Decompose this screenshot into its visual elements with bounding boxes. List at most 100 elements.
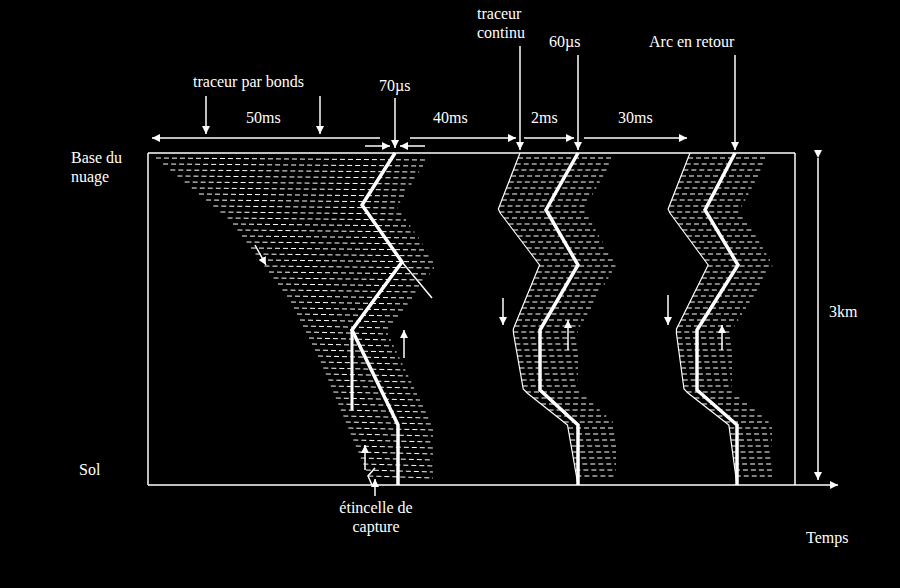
charge-hatch	[297, 314, 399, 316]
charge-hatch	[517, 320, 584, 321]
timing-arrows	[152, 46, 735, 150]
charge-hatch	[509, 224, 593, 225]
charge-hatch	[368, 476, 433, 478]
annotation-label: Temps	[805, 528, 849, 547]
leader-branch	[351, 330, 354, 410]
charge-hatch	[504, 194, 593, 195]
charge-hatch	[309, 338, 391, 340]
charge-hatch	[690, 302, 750, 303]
charge-hatch	[541, 404, 593, 405]
down-arrow	[502, 298, 504, 325]
charge-hatch	[519, 314, 587, 315]
charge-hatch	[220, 212, 401, 214]
charge-hatch	[686, 164, 765, 165]
charge-hatch	[549, 410, 600, 411]
charge-hatch	[705, 260, 770, 261]
charge-hatch	[522, 380, 578, 381]
charge-hatch	[527, 296, 598, 297]
direction-arrows	[255, 245, 722, 496]
charge-hatch	[156, 158, 427, 160]
charge-hatch	[693, 296, 754, 297]
charge-hatch	[677, 338, 732, 339]
lightning-strokes	[352, 153, 738, 485]
charge-hatch	[564, 422, 613, 423]
charge-hatch	[333, 392, 417, 394]
charge-hatch	[696, 290, 757, 291]
charge-hatch	[736, 476, 772, 477]
charge-hatch	[515, 326, 581, 327]
charge-hatch	[511, 176, 603, 177]
charge-hatch	[676, 188, 751, 189]
charge-hatch	[681, 320, 738, 321]
charge-hatch	[303, 326, 390, 328]
charge-hatch	[575, 470, 616, 471]
pointer-arrow	[319, 96, 321, 134]
charge-hatch	[206, 200, 400, 202]
charge-hatch	[521, 374, 578, 375]
charge-hatch	[291, 302, 408, 304]
charge-hatch	[502, 200, 590, 201]
charge-hatch	[321, 362, 403, 364]
pointer-arrow	[394, 98, 396, 148]
charge-hatch	[265, 266, 435, 268]
charge-hatch	[522, 308, 591, 309]
charge-hatch	[331, 386, 414, 388]
charge-hatch	[684, 386, 732, 387]
charge-hatch	[513, 170, 606, 171]
annotation-label: étincelle de capture	[332, 498, 420, 536]
charge-hatch	[356, 446, 433, 448]
charge-hatch	[569, 434, 616, 435]
charge-hatch	[683, 380, 732, 381]
cloud-base-line	[148, 152, 795, 154]
charge-hatch	[192, 188, 408, 190]
charge-hatch	[684, 314, 742, 315]
dart-leader-edge	[668, 153, 737, 485]
charge-hatch	[238, 230, 415, 232]
charge-hatch	[681, 176, 758, 177]
charge-hatch	[509, 182, 600, 183]
charge-hatch	[702, 278, 765, 279]
frame-left	[147, 153, 149, 485]
return-stroke	[697, 153, 738, 485]
charge-hatch	[315, 350, 397, 352]
charge-hatch	[278, 284, 421, 286]
charge-hatch	[213, 206, 397, 208]
charge-hatch	[699, 284, 761, 285]
annotation-label: Sol	[78, 460, 101, 479]
charge-hatch	[687, 392, 735, 393]
charge-hatch	[516, 164, 610, 165]
charge-hatch	[518, 236, 600, 237]
charge-hatch	[358, 452, 433, 454]
height-arrow	[817, 158, 819, 480]
up-arrow	[374, 479, 376, 496]
dart-leader-edge	[498, 153, 578, 485]
charge-hatch	[574, 464, 616, 465]
charge-hatch	[247, 242, 423, 244]
charge-hatch	[513, 230, 596, 231]
capture-spark	[368, 468, 375, 485]
charge-hatch	[674, 194, 748, 195]
charge-hatch	[199, 194, 404, 196]
charge-hatch	[516, 350, 578, 351]
charge-hatch	[533, 398, 586, 399]
dim-arrow	[584, 137, 687, 139]
charge-hatch	[734, 464, 772, 465]
charge-hatch	[568, 428, 616, 429]
charge-hatch	[328, 380, 411, 382]
charge-hatch	[526, 392, 580, 393]
charge-hatch	[517, 356, 578, 357]
charge-hatch	[283, 290, 417, 292]
charge-hatch	[678, 344, 732, 345]
charge-hatch	[708, 266, 773, 267]
charge-hatch	[504, 218, 589, 219]
pointer-arrow	[400, 145, 425, 147]
charge-hatch	[733, 458, 772, 459]
up-arrow	[721, 325, 723, 350]
pointer-arrow	[734, 55, 736, 150]
frame	[148, 153, 838, 485]
annotation-label: 3km	[828, 302, 858, 321]
charge-hatch	[323, 368, 405, 370]
